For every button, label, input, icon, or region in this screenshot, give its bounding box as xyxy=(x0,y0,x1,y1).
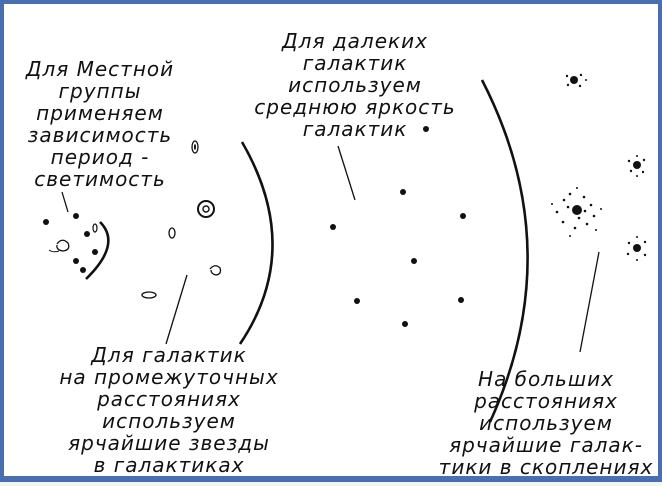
label-line: тики в скоплениях xyxy=(430,456,662,478)
local-group-pointer xyxy=(62,192,68,212)
label-line: период - xyxy=(10,146,190,168)
label-line: ярчайшие звезды xyxy=(24,432,314,454)
intermediate-boundary-arc xyxy=(240,142,273,344)
label-line: расстояниях xyxy=(24,388,314,410)
distant-galaxies-label: Для далеких галактик используем среднюю … xyxy=(230,30,480,140)
galaxy-dot xyxy=(330,224,336,230)
label-line: используем xyxy=(230,74,480,96)
spiral-galaxy-core xyxy=(203,206,209,212)
label-line: Для далеких xyxy=(230,30,480,52)
label-line: Для галактик xyxy=(24,344,314,366)
label-line: на промежуточных xyxy=(24,366,314,388)
galaxy-cluster xyxy=(627,236,646,261)
galaxy-dot xyxy=(402,321,408,327)
label-line: используем xyxy=(24,410,314,432)
galaxy-dot xyxy=(73,258,79,264)
galaxy-dot xyxy=(400,189,406,195)
label-line: применяем xyxy=(10,102,190,124)
galaxy-cluster xyxy=(628,155,645,177)
galaxy-dot xyxy=(43,219,49,225)
label-line: расстояниях xyxy=(430,390,662,412)
small-galaxy xyxy=(93,224,97,232)
large-distances-label: На больших расстояниях используем ярчайш… xyxy=(430,368,662,478)
galaxy-cluster xyxy=(566,74,587,87)
galaxy-cluster xyxy=(551,187,602,237)
large-pointer xyxy=(580,252,599,352)
distant-galaxies xyxy=(330,126,466,327)
spiral-galaxy xyxy=(57,240,69,251)
galaxy xyxy=(194,144,196,150)
label-line: среднюю яркость xyxy=(230,96,480,118)
label-line: светимость xyxy=(10,168,190,190)
spiral-galaxy-arm xyxy=(49,250,59,252)
galaxy-dot xyxy=(84,231,90,237)
galaxy-dot xyxy=(80,267,86,273)
label-line: галактик xyxy=(230,118,480,140)
galaxy-dot xyxy=(411,258,417,264)
label-line: галактик xyxy=(230,52,480,74)
label-line: в галактиках xyxy=(24,454,314,476)
distant-pointer xyxy=(338,146,355,200)
galaxy-dot xyxy=(460,213,466,219)
label-line: На больших xyxy=(430,368,662,390)
label-line: используем xyxy=(430,412,662,434)
intermediate-galaxies-label: Для галактик на промежуточных расстояния… xyxy=(24,344,314,476)
label-line: группы xyxy=(10,80,190,102)
intermediate-pointer xyxy=(166,275,187,344)
label-line: зависимость xyxy=(10,124,190,146)
spiral-galaxy xyxy=(198,201,214,217)
label-line: Для Местной xyxy=(10,58,190,80)
local-group-label: Для Местной группы применяем зависимость… xyxy=(10,58,190,190)
spiral-galaxy xyxy=(210,266,221,275)
galaxy-dot xyxy=(458,297,464,303)
galaxy xyxy=(142,292,156,298)
galaxy-dot xyxy=(92,249,98,255)
galaxy-dot xyxy=(73,213,79,219)
galaxy-clusters xyxy=(551,74,646,261)
label-line: ярчайшие галак- xyxy=(430,434,662,456)
galaxy-dot xyxy=(354,298,360,304)
galaxy xyxy=(169,228,175,238)
local-group-galaxies xyxy=(43,213,98,273)
